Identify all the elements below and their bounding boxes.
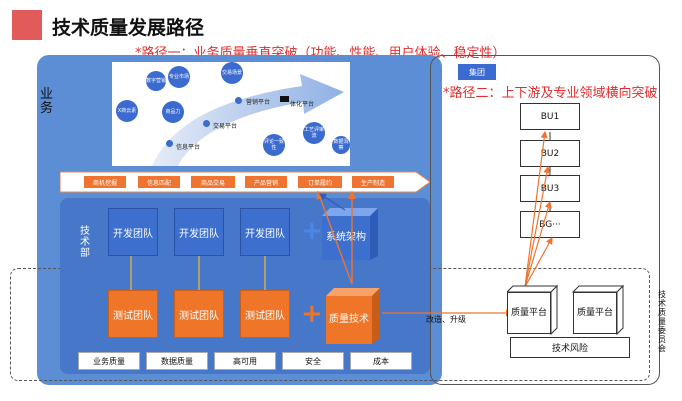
business-label: 业务	[40, 87, 54, 116]
quality-tech-label: 质量技术	[329, 314, 369, 325]
dev-team-1: 开发团队	[108, 208, 158, 256]
quality-item-availability: 高可用	[214, 352, 276, 370]
circle-professional-market: 专业市场	[168, 66, 190, 88]
path-two-label: *路径二：上下游及专业领域横向突破	[443, 86, 658, 101]
circle-craft-review: 工艺评审流	[303, 122, 325, 144]
point-marketing-platform	[235, 97, 242, 104]
quality-item-cost: 成本	[350, 352, 412, 370]
quality-platform-2: 质量平台	[573, 292, 617, 334]
quality-platform-cubes	[507, 284, 625, 336]
marker-integrated-platform	[280, 96, 289, 102]
test-team-3: 测试团队	[240, 290, 290, 338]
plus-icon: +	[301, 216, 323, 246]
dev-team-2: 开发团队	[174, 208, 224, 256]
circle-digital-marketing: 数字营销	[146, 71, 166, 91]
label-info-platform: 信息平台	[176, 144, 201, 151]
stage-manufacturing: 生产制造	[352, 176, 394, 188]
title-accent-bar	[12, 10, 42, 40]
quality-platform-1: 质量平台	[507, 292, 551, 334]
stage-order-fulfillment: 订单履约	[298, 176, 342, 188]
bu-3: BU3	[520, 175, 580, 202]
circle-data-insight: 数据洞察	[332, 136, 350, 154]
test-team-2: 测试团队	[174, 290, 224, 338]
label-marketing-platform: 营销平台	[246, 99, 271, 106]
bu-1: BU1	[520, 103, 580, 130]
tech-department-label: 技术部	[80, 226, 90, 259]
stage-product-marketing: 产品营销	[245, 176, 287, 188]
system-arch-label: 系统架构	[326, 232, 366, 243]
circle-trade-scene: 交易场景	[221, 62, 243, 84]
quality-item-data: 数据质量	[146, 352, 208, 370]
circle-xshang-cloud: X商云素	[116, 100, 138, 122]
bu-2: BU2	[520, 140, 580, 167]
dev-test-connector	[130, 256, 132, 290]
tech-risk-box: 技术风险	[510, 337, 630, 358]
circle-review-consistency: 评论一致性	[263, 134, 285, 156]
dev-test-connector	[264, 256, 266, 290]
upgrade-label: 改造、升级	[426, 315, 466, 324]
circle-product-power: 商品力	[162, 101, 184, 123]
group-label: 集团	[458, 64, 496, 80]
point-trade-platform	[203, 120, 210, 127]
test-team-1: 测试团队	[108, 290, 158, 338]
stage-info-matching: 信息匹配	[138, 176, 180, 188]
stage-product-trade: 商品交易	[191, 176, 235, 188]
system-arch-cube	[322, 208, 378, 260]
label-trade-platform: 交易平台	[213, 123, 238, 130]
plus-icon: +	[301, 299, 323, 329]
tech-quality-committee-label: 技术质量委员会	[658, 290, 666, 353]
quality-tech-cube	[326, 288, 380, 344]
quality-item-security: 安全	[282, 352, 344, 370]
growth-arrow	[152, 74, 344, 166]
business-chart-panel: 数字营销 专业市场 交易场景 X商云素 商品力 评论一致性 工艺评审流 数据洞察…	[112, 62, 350, 166]
point-info-platform	[166, 140, 173, 147]
page-title: 技术质量发展路径	[52, 17, 205, 39]
dev-team-3: 开发团队	[240, 208, 290, 256]
dev-test-connector	[198, 256, 200, 290]
label-integrated-platform: 体化平台	[290, 101, 315, 108]
stage-opportunity-mining: 商机挖掘	[84, 176, 126, 188]
group-area	[430, 55, 660, 385]
quality-item-business: 业务质量	[78, 352, 140, 370]
